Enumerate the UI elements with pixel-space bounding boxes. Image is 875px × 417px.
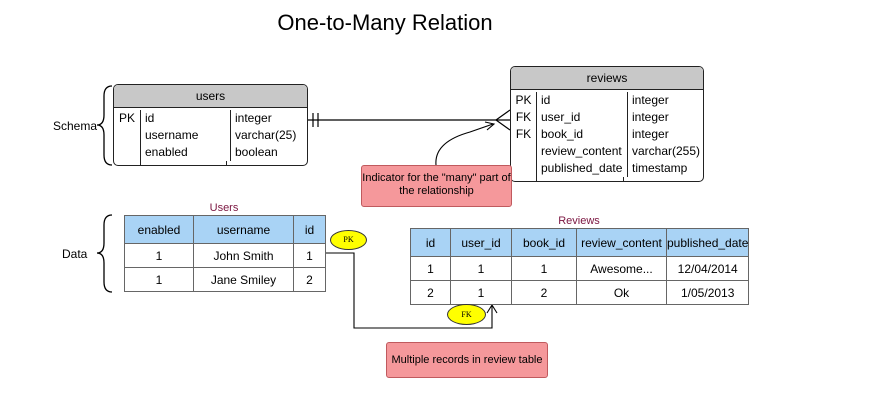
field-type: integer <box>632 93 669 107</box>
field-key <box>511 160 537 177</box>
entity-field-row: enabled boolean <box>114 144 307 161</box>
field-name: book_id <box>537 126 628 143</box>
field-name: review_content <box>537 143 628 160</box>
table-cell: 2 <box>293 267 326 292</box>
table-cell: Jane Smiley <box>193 267 294 292</box>
many-indicator-note: Indicator for the "many" part of the rel… <box>361 165 512 207</box>
table-cell: Ok <box>576 280 667 305</box>
table-cell: 1 <box>511 256 577 281</box>
field-type: integer <box>632 127 669 141</box>
reviews-entity-header: reviews <box>511 67 703 90</box>
column-header: user_id <box>450 228 512 257</box>
field-key: PK <box>511 92 537 109</box>
table-cell: Awesome... <box>576 256 667 281</box>
table-cell: 1 <box>450 280 512 305</box>
field-name: published_date <box>537 160 628 177</box>
field-key: PK <box>114 110 141 127</box>
table-cell: John Smith <box>193 243 294 268</box>
crows-foot-marker <box>494 109 511 131</box>
users-table-caption: Users <box>209 202 239 214</box>
users-entity-header: users <box>114 85 307 108</box>
table-cell: 2 <box>410 280 451 305</box>
field-type: varchar(255) <box>632 144 701 158</box>
table-cell: 2 <box>511 280 577 305</box>
entity-field-row: username varchar(25) <box>114 127 307 144</box>
field-name: enabled <box>141 144 231 161</box>
diagram-title: One-to-Many Relation <box>277 10 493 35</box>
table-cell: 1 <box>293 243 326 268</box>
column-header: id <box>293 215 326 244</box>
indicator-arrow <box>435 123 494 166</box>
data-brace <box>96 214 113 293</box>
schema-brace <box>96 85 113 166</box>
field-name: user_id <box>537 109 628 126</box>
column-header: book_id <box>511 228 577 257</box>
entity-field-row: published_date timestamp <box>511 160 703 177</box>
field-key <box>114 144 141 161</box>
field-key: FK <box>511 109 537 126</box>
table-cell: 1 <box>410 256 451 281</box>
fk-badge: FK <box>447 304 486 325</box>
schema-label: Schema <box>53 119 98 133</box>
data-label: Data <box>62 247 88 261</box>
field-type: timestamp <box>632 161 688 175</box>
table-cell: 1 <box>124 267 194 292</box>
column-header: published_date <box>665 228 750 257</box>
field-type: integer <box>235 111 272 125</box>
field-name: username <box>141 127 231 144</box>
field-type: boolean <box>235 145 278 159</box>
field-key: FK <box>511 126 537 143</box>
field-key <box>114 127 141 144</box>
table-cell: 12/04/2014 <box>665 256 750 281</box>
column-header: id <box>410 228 451 257</box>
pk-badge: PK <box>330 230 367 250</box>
column-header: enabled <box>124 215 194 244</box>
table-cell: 1/05/2013 <box>665 280 750 305</box>
field-type: varchar(25) <box>235 128 297 142</box>
field-name: id <box>537 92 628 109</box>
multiple-records-note: Multiple records in review table <box>386 342 548 378</box>
table-cell: 1 <box>450 256 512 281</box>
reviews-table-caption: Reviews <box>558 215 600 227</box>
field-type: integer <box>632 110 669 124</box>
field-name: id <box>141 110 231 127</box>
column-header: review_content <box>576 228 667 257</box>
field-key <box>511 143 537 160</box>
table-cell: 1 <box>124 243 194 268</box>
entity-field-row: review_content varchar(255) <box>511 143 703 160</box>
column-header: username <box>193 215 294 244</box>
